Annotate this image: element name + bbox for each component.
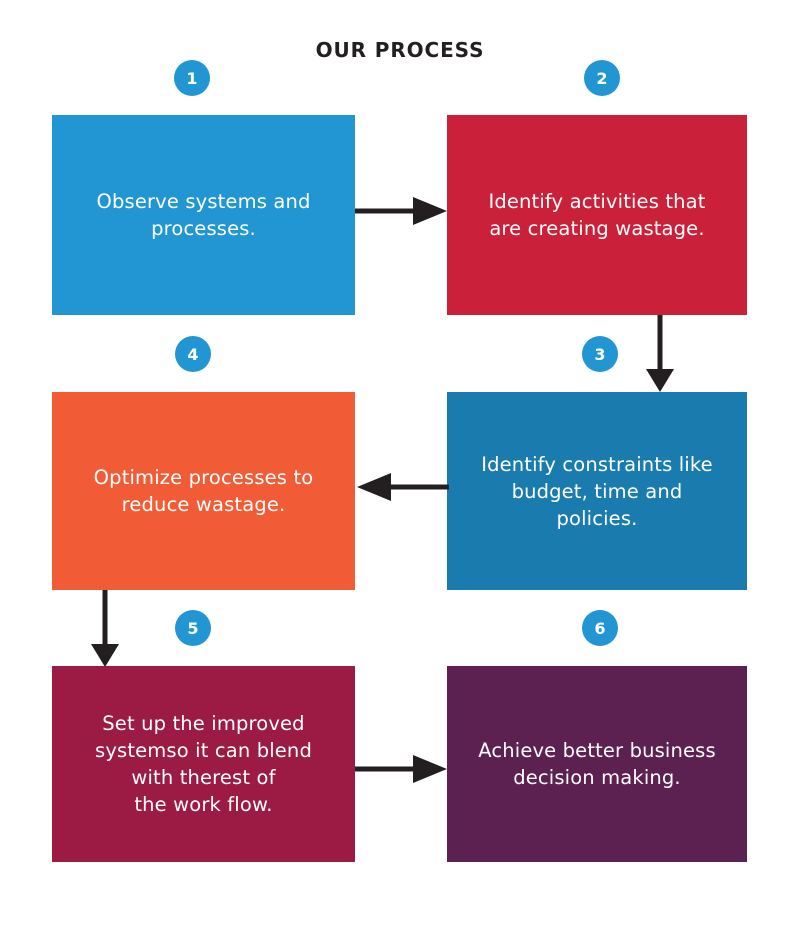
step-1-text: Observe systems and processes. (96, 190, 311, 240)
step-box-3[interactable]: Identify constraints like budget, time a… (447, 392, 747, 590)
step-2-text: Identify activities that are creating wa… (488, 190, 706, 240)
arrow-step2-to-step3-icon (643, 315, 677, 393)
step-3-text: Identify constraints like budget, time a… (481, 452, 713, 530)
step-5-text: Set up the improved systemso it can blen… (95, 712, 312, 816)
step-badge-5: 5 (175, 610, 211, 646)
step-4-text: Optimize processes to reduce wastage. (93, 466, 314, 516)
step-badge-3: 3 (582, 336, 618, 372)
step-badge-3-number: 3 (594, 344, 606, 364)
step-badge-6: 6 (582, 610, 618, 646)
step-badge-1: 1 (174, 60, 210, 96)
step-badge-2: 2 (584, 60, 620, 96)
step-badge-4: 4 (175, 336, 211, 372)
arrow-step1-to-step2-icon (355, 194, 449, 228)
arrow-step4-to-step5-icon (88, 590, 122, 668)
step-badge-6-number: 6 (594, 618, 606, 638)
arrow-step5-to-step6-icon (355, 752, 449, 786)
step-box-4[interactable]: Optimize processes to reduce wastage. (52, 392, 355, 590)
step-badge-4-number: 4 (187, 344, 199, 364)
step-6-text: Achieve better business decision making. (478, 739, 716, 789)
step-badge-5-number: 5 (187, 618, 199, 638)
step-box-2[interactable]: Identify activities that are creating wa… (447, 115, 747, 315)
step-box-1[interactable]: Observe systems and processes. (52, 115, 355, 315)
page-title: OUR PROCESS (315, 38, 485, 62)
step-box-6[interactable]: Achieve better business decision making. (447, 666, 747, 862)
step-box-5[interactable]: Set up the improved systemso it can blen… (52, 666, 355, 862)
step-badge-2-number: 2 (596, 68, 608, 88)
step-badge-1-number: 1 (186, 68, 198, 88)
arrow-step3-to-step4-icon (355, 470, 449, 504)
